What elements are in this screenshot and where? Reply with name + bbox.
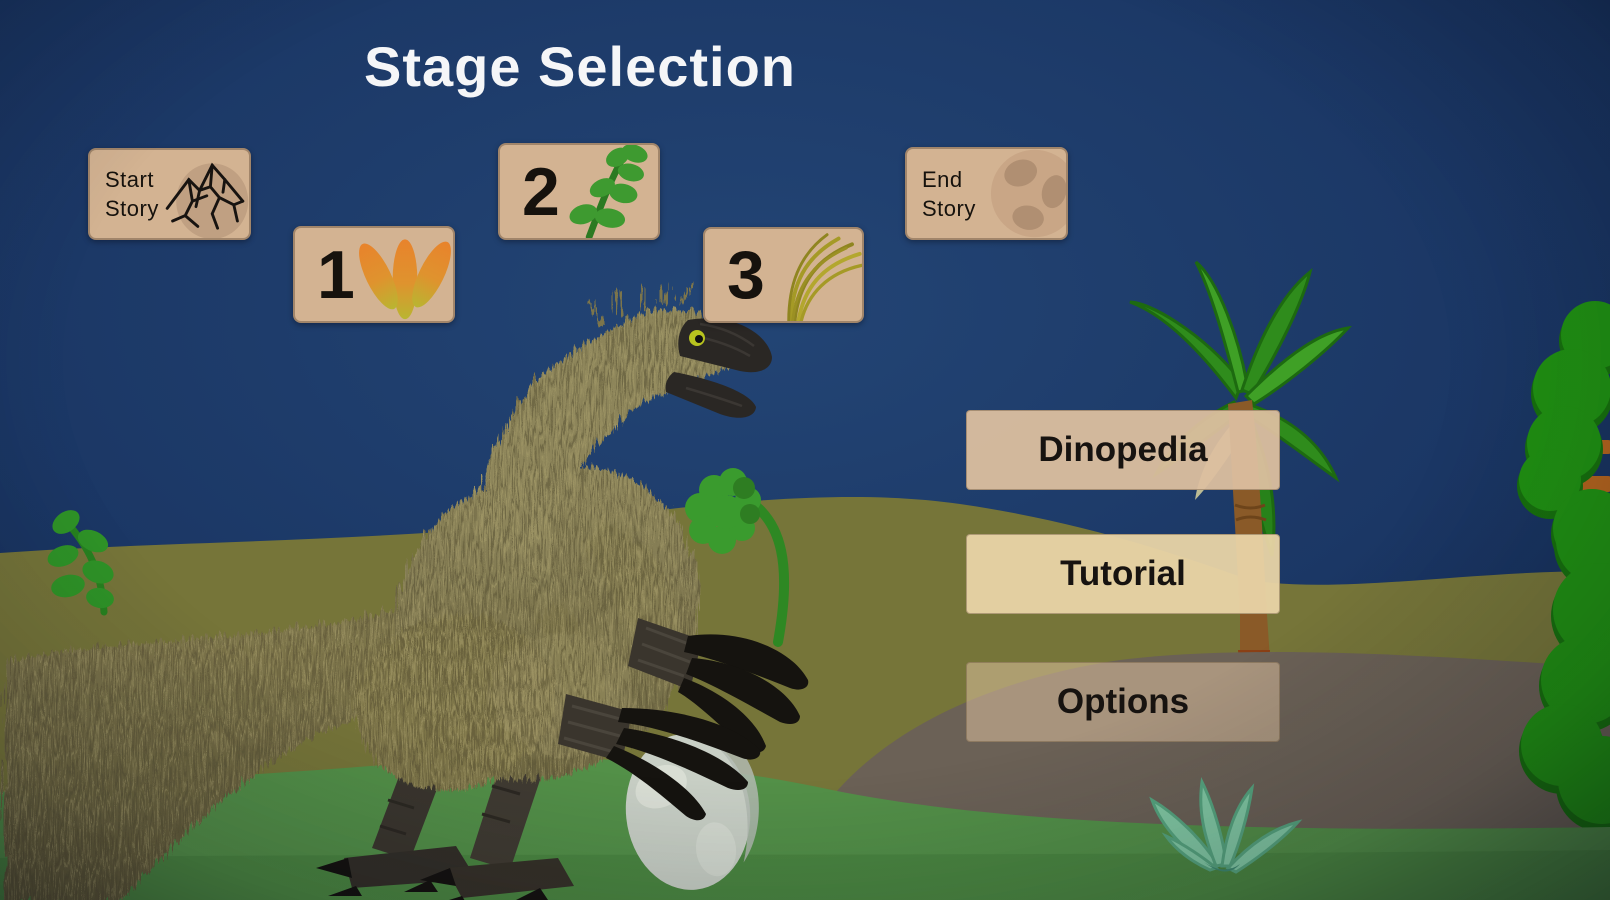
end-story-label: End Story xyxy=(922,166,976,221)
foreground-shade xyxy=(0,850,1610,900)
start-story-label: Start Story xyxy=(105,167,159,221)
end-story-button[interactable]: End Story xyxy=(905,147,1068,240)
tutorial-label: Tutorial xyxy=(1060,554,1186,593)
stage-1-button[interactable]: 1 xyxy=(293,226,455,323)
cracked-rock-icon xyxy=(165,162,249,238)
start-story-button[interactable]: Start Story xyxy=(88,148,251,240)
stage-3-button[interactable]: 3 xyxy=(703,227,864,323)
stage-3-label: 3 xyxy=(727,237,765,313)
stage-2-button[interactable]: 2 xyxy=(498,143,660,240)
stage-2-label: 2 xyxy=(522,153,560,230)
options-button[interactable]: Options xyxy=(966,662,1280,742)
stage-1-label: 1 xyxy=(317,236,355,313)
dinopedia-button[interactable]: Dinopedia xyxy=(966,410,1280,490)
spotted-egg-icon xyxy=(990,149,1066,238)
green-sprig-icon xyxy=(569,145,648,238)
orange-footprint-leaf-icon xyxy=(358,239,451,320)
options-label: Options xyxy=(1056,682,1190,721)
page-title: Stage Selection xyxy=(363,35,797,98)
dry-grass-icon xyxy=(787,233,862,321)
tutorial-button[interactable]: Tutorial xyxy=(966,534,1280,614)
dinopedia-label: Dinopedia xyxy=(1038,430,1208,469)
